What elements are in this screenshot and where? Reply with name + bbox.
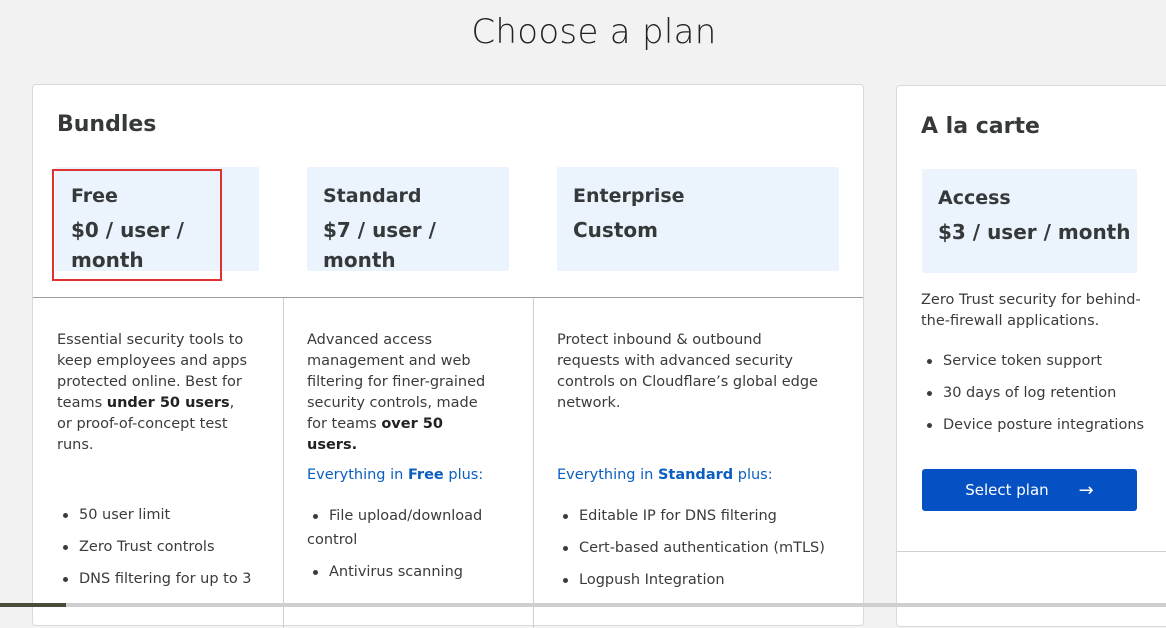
enterprise-plus-line: Everything in Standard plus:: [557, 467, 773, 483]
list-item: 30 days of log retention: [921, 381, 1161, 405]
list-item: Logpush Integration: [557, 568, 837, 592]
bundles-card: Bundles Free $0 / user / month Standard …: [32, 84, 864, 628]
list-item: Zero Trust controls: [57, 535, 267, 559]
card-divider: [897, 551, 1166, 552]
plan-name: Enterprise: [573, 185, 685, 207]
plan-free-description: Essential security tools to keep employe…: [57, 332, 248, 453]
list-item: Antivirus scanning: [307, 560, 507, 584]
plan-access-description: Zero Trust security for behind-the-firew…: [921, 292, 1141, 329]
plan-price: Custom: [573, 218, 658, 242]
plan-standard-features: File upload/download control Antivirus s…: [307, 504, 507, 592]
plan-price: $0 / user / month: [71, 218, 184, 272]
plan-access-features: Service token support 30 days of log ret…: [921, 349, 1161, 445]
arrow-right-icon: →: [1078, 479, 1094, 501]
plan-name: Standard: [323, 185, 422, 207]
highlight-box: [52, 169, 222, 281]
list-item: 50 user limit: [57, 503, 267, 527]
plan-name: Access: [938, 187, 1011, 209]
list-item: Editable IP for DNS filtering: [557, 504, 837, 528]
plans-divider: [33, 297, 863, 298]
standard-plus-line: Everything in Free plus:: [307, 467, 484, 483]
taskbar-thumbnail: [0, 603, 66, 607]
plan-enterprise-header[interactable]: Enterprise Custom: [557, 167, 839, 271]
alacarte-card: A la carte Access $3 / user / month Zero…: [896, 85, 1166, 627]
page-title: Choose a plan: [471, 12, 717, 52]
taskbar-strip: [0, 603, 1166, 607]
column-divider: [533, 298, 534, 628]
plan-free-features: 50 user limit Zero Trust controls DNS fi…: [57, 503, 267, 599]
plan-standard-description: Advanced access management and web filte…: [307, 332, 486, 453]
plan-enterprise-features: Editable IP for DNS filtering Cert-based…: [557, 504, 837, 600]
plan-price: $7 / user / month: [323, 218, 436, 272]
select-plan-label: Select plan: [965, 481, 1049, 499]
plan-free-header[interactable]: Free $0 / user / month: [55, 167, 259, 272]
plan-standard-header[interactable]: Standard $7 / user / month: [307, 167, 509, 272]
bundles-title: Bundles: [57, 112, 157, 137]
plan-enterprise-description: Protect inbound & outbound requests with…: [557, 332, 818, 411]
list-item: Cert-based authentication (mTLS): [557, 536, 837, 560]
column-divider: [283, 298, 284, 628]
select-plan-button[interactable]: Select plan →: [922, 469, 1137, 511]
list-item: DNS filtering for up to 3: [57, 567, 267, 591]
list-item: File upload/download control: [307, 504, 507, 552]
plan-price: $3 / user / month: [938, 220, 1131, 244]
list-item: Device posture integrations: [921, 413, 1161, 437]
alacarte-title: A la carte: [921, 114, 1040, 139]
plan-access-header[interactable]: Access $3 / user / month: [922, 169, 1137, 273]
list-item: Service token support: [921, 349, 1161, 373]
plan-name: Free: [71, 185, 118, 207]
